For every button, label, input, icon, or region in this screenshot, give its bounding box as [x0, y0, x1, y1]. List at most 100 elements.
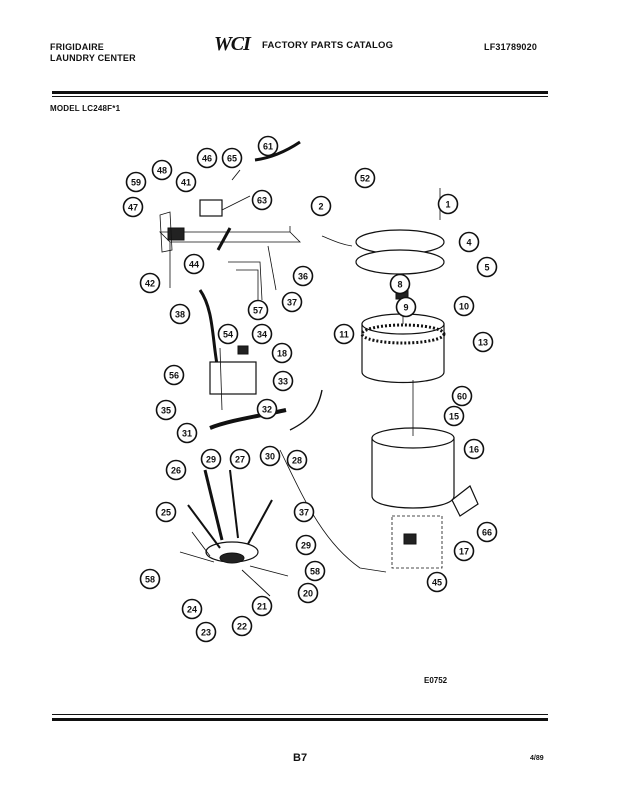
callout-circle [437, 193, 459, 215]
callout-label: 4 [466, 238, 471, 248]
callout-58: 58 [304, 560, 326, 582]
callout-label: 66 [482, 528, 492, 538]
callout-33: 33 [272, 370, 294, 392]
callout-label: 24 [187, 605, 197, 615]
callout-23: 23 [195, 621, 217, 643]
callout-30: 30 [259, 445, 281, 467]
callout-label: 25 [161, 508, 171, 518]
callout-circle [229, 448, 251, 470]
callout-circle [295, 534, 317, 556]
callout-8: 8 [389, 273, 411, 295]
pressure-switch [167, 227, 185, 241]
callout-label: 36 [298, 272, 308, 282]
callout-18: 18 [271, 342, 293, 364]
drain-pump [209, 361, 257, 395]
callout-circle [169, 303, 191, 325]
callout-13: 13 [472, 331, 494, 353]
callout-label: 16 [469, 445, 479, 455]
callout-circle [175, 171, 197, 193]
callout-label: 23 [201, 628, 211, 638]
callout-label: 30 [265, 452, 275, 462]
callout-1: 1 [437, 193, 459, 215]
callout-20: 20 [297, 582, 319, 604]
callout-circle [476, 256, 498, 278]
diagram-drawing [159, 140, 479, 597]
callout-56: 56 [163, 364, 185, 386]
callout-circle [426, 571, 448, 593]
callout-circle [163, 364, 185, 386]
callout-label: 15 [449, 412, 459, 422]
callout-label: 11 [339, 330, 349, 340]
callout-circle [251, 595, 273, 617]
callout-10: 10 [453, 295, 475, 317]
callout-16: 16 [463, 438, 485, 460]
callout-circle [195, 621, 217, 643]
callout-label: 44 [189, 260, 199, 270]
callout-label: 21 [257, 602, 267, 612]
callout-31: 31 [176, 422, 198, 444]
catalog-number: LF31789020 [484, 42, 538, 52]
callout-4: 4 [458, 231, 480, 253]
callout-circle [297, 582, 319, 604]
callout-47: 47 [122, 196, 144, 218]
callout-61: 61 [257, 135, 279, 157]
callout-circle [453, 540, 475, 562]
callout-circle [272, 370, 294, 392]
callout-circle [139, 568, 161, 590]
callout-circle [472, 331, 494, 353]
footer-rule-thin [52, 714, 548, 715]
tub-ring [355, 249, 445, 275]
callout-label: 22 [237, 622, 247, 632]
callout-26: 26 [165, 459, 187, 481]
callout-circle [389, 273, 411, 295]
callout-circle [125, 171, 147, 193]
callout-circle [292, 265, 314, 287]
callout-label: 33 [278, 377, 288, 387]
callout-circle [196, 147, 218, 169]
callout-63: 63 [251, 189, 273, 211]
header-rule-thin [52, 96, 548, 97]
callout-label: 34 [257, 330, 267, 340]
callout-circle [463, 438, 485, 460]
callout-label: 41 [181, 178, 191, 188]
callout-37: 37 [293, 501, 315, 523]
callout-label: 65 [227, 154, 237, 164]
callout-27: 27 [229, 448, 251, 470]
callout-label: 13 [478, 338, 488, 348]
callout-29: 29 [200, 448, 222, 470]
callout-44: 44 [183, 253, 205, 275]
callout-circle [310, 195, 332, 217]
page-number: B7 [293, 752, 308, 764]
callout-label: 47 [128, 203, 138, 213]
agitator-basket [361, 323, 445, 384]
catalog-title: FACTORY PARTS CATALOG [262, 40, 394, 51]
callout-circle [354, 167, 376, 189]
callout-38: 38 [169, 303, 191, 325]
callout-label: 17 [459, 547, 469, 557]
callout-label: 28 [292, 456, 302, 466]
callout-circle [395, 296, 417, 318]
revision-date: 4/89 [530, 755, 544, 762]
callout-label: 60 [457, 392, 467, 402]
callout-label: 61 [263, 142, 273, 152]
callout-label: 48 [157, 166, 167, 176]
callout-circle [257, 135, 279, 157]
callout-29: 29 [295, 534, 317, 556]
callout-circle [221, 147, 243, 169]
callout-circle [247, 299, 269, 321]
wci-logo: WCI [214, 33, 251, 55]
callout-label: 54 [223, 330, 233, 340]
callout-label: 18 [277, 349, 287, 359]
callout-circle [256, 398, 278, 420]
callout-circle [122, 196, 144, 218]
callout-21: 21 [251, 595, 273, 617]
callout-circle [304, 560, 326, 582]
callout-circle [281, 291, 303, 313]
drawing-code: E0752 [424, 676, 448, 685]
callout-59: 59 [125, 171, 147, 193]
callout-label: 57 [253, 306, 263, 316]
callout-54: 54 [217, 323, 239, 345]
callout-57: 57 [247, 299, 269, 321]
callout-42: 42 [139, 272, 161, 294]
